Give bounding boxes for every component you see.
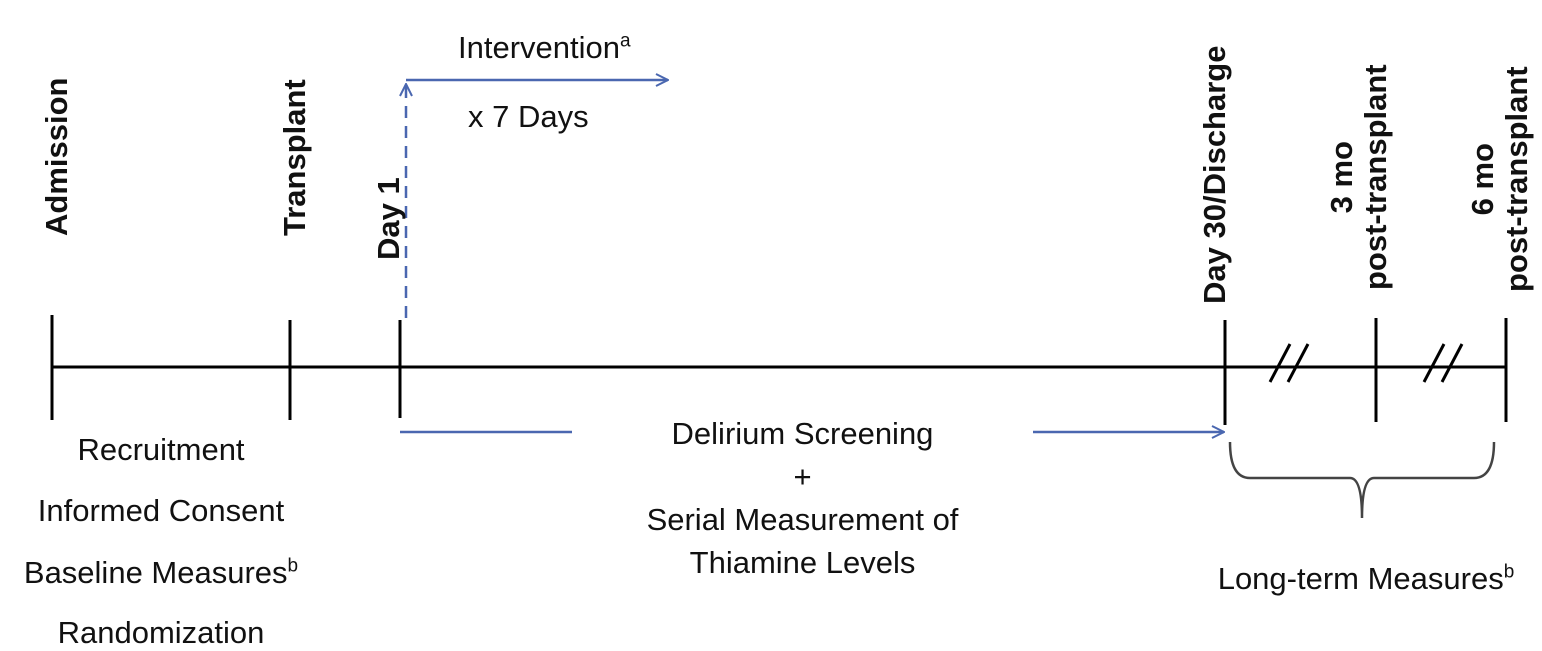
milestone-6mo-line2: post-transplant [1499,66,1534,292]
baseline-footnote-mark: b [287,555,299,577]
screening-line3: Thiamine Levels [689,545,916,580]
intervention-label-text: Intervention [458,30,620,65]
screening-line2: Serial Measurement of [646,502,959,537]
intervention-label: Interventiona [458,30,631,66]
axis-break-1 [1268,343,1310,383]
long-term-footnote-mark: b [1503,561,1515,583]
long-term-measures-text: Long-term Measures [1217,561,1504,596]
milestone-admission: Admission [39,77,74,236]
milestone-day1: Day 1 [371,177,406,260]
enrollment-randomization: Randomization [57,615,265,650]
milestone-transplant: Transplant [277,79,312,236]
enrollment-baseline-text: Baseline Measures [23,555,288,590]
enrollment-consent: Informed Consent [37,493,285,528]
axis-break-2 [1422,343,1464,383]
milestone-3mo-line1: 3 mo [1324,141,1359,214]
screening-plus: + [793,459,812,494]
enrollment-recruitment: Recruitment [77,432,245,467]
milestone-3mo: 3 mo post-transplant [1324,64,1393,290]
milestone-6mo: 6 mo post-transplant [1465,66,1534,292]
screening-line1: Delirium Screening [671,416,934,451]
long-term-brace [1228,441,1496,519]
enrollment-baseline: Baseline Measuresb [0,555,322,591]
intervention-duration: x 7 Days [468,99,589,134]
intervention-footnote-mark: a [620,30,631,52]
milestone-6mo-line1: 6 mo [1465,143,1500,216]
milestone-3mo-line2: post-transplant [1358,64,1393,290]
milestone-day30: Day 30/Discharge [1197,45,1232,304]
long-term-measures: Long-term Measuresb [1190,561,1542,597]
